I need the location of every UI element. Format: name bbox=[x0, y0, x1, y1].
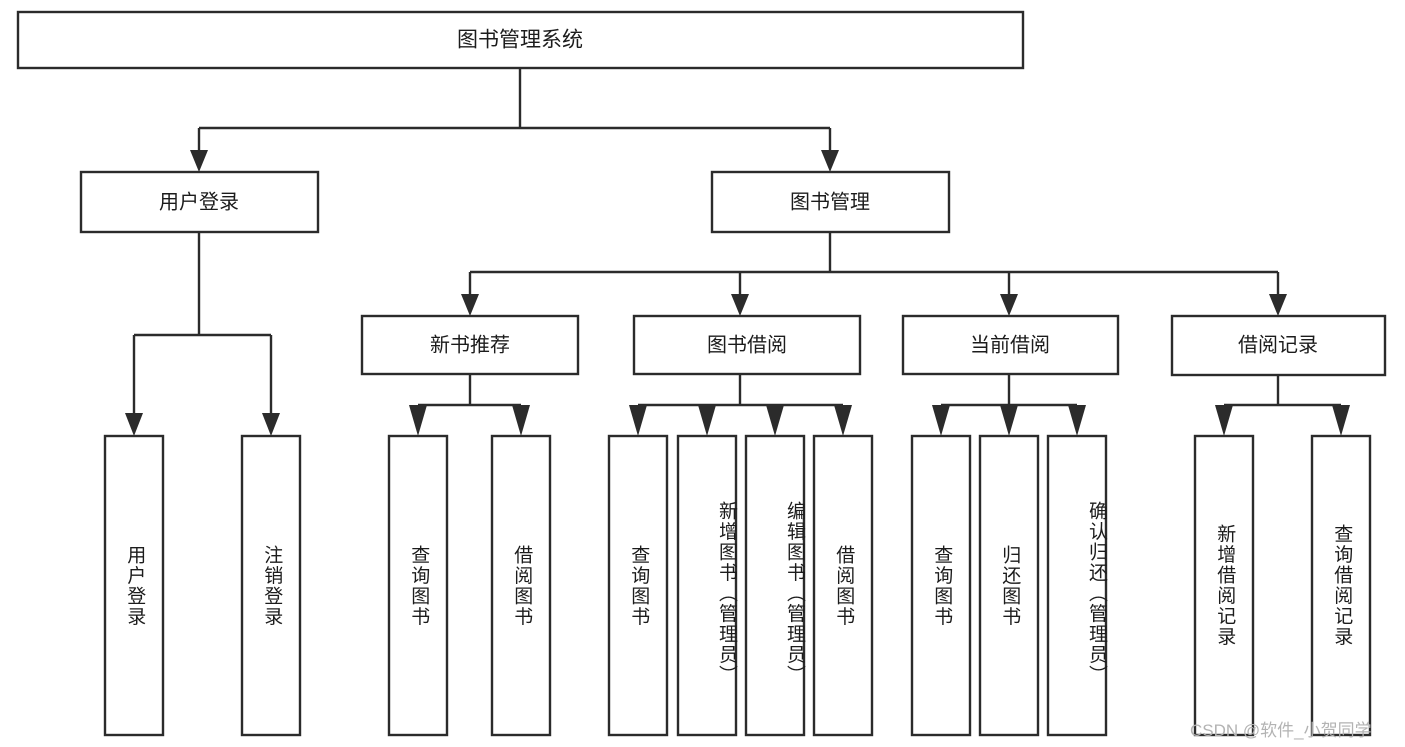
leaf-box-query-book-3[interactable] bbox=[910, 434, 972, 737]
leaf-box-query-book-2[interactable] bbox=[607, 434, 669, 737]
leaf-box-confirm-return[interactable] bbox=[1046, 434, 1108, 737]
leaf-box-borrow-book-1[interactable] bbox=[490, 434, 552, 737]
arrow-new-book-recommend bbox=[461, 294, 479, 316]
arrow-to-book-manage bbox=[821, 150, 839, 172]
node-title-box[interactable] bbox=[16, 10, 1025, 70]
connector-group-book-manage bbox=[461, 232, 1287, 316]
connector-group-current-borrow bbox=[932, 374, 1086, 436]
node-book-manage-label: 图书管理 bbox=[790, 190, 870, 213]
node-current-borrow-box[interactable] bbox=[901, 314, 1120, 376]
leaf-box-query-book-1[interactable] bbox=[387, 434, 449, 737]
node-user-login-label: 用户登录 bbox=[159, 190, 239, 213]
arrow-leaf-user-login bbox=[125, 413, 143, 436]
arrow-leaf-confirm-return bbox=[1068, 405, 1086, 436]
node-book-borrow-box[interactable] bbox=[632, 314, 862, 376]
node-user-login-box[interactable] bbox=[79, 170, 320, 234]
csdn-watermark: CSDN @软件_小贺同学 bbox=[1190, 721, 1372, 740]
arrow-leaf-query-book-3 bbox=[932, 405, 950, 436]
arrow-leaf-borrow-book-2 bbox=[834, 405, 852, 436]
arrow-leaf-logout-login bbox=[262, 413, 280, 436]
node-new-book-recommend[interactable]: 新书推荐 bbox=[360, 314, 580, 376]
arrow-current-borrow bbox=[1000, 294, 1018, 316]
node-borrow-record[interactable]: 借阅记录 bbox=[1170, 314, 1387, 377]
node-new-book-recommend-label: 新书推荐 bbox=[430, 333, 510, 356]
leaf-box-query-record[interactable] bbox=[1310, 434, 1372, 737]
node-borrow-record-box[interactable] bbox=[1170, 314, 1387, 377]
arrow-leaf-borrow-book-1 bbox=[512, 405, 530, 436]
node-new-book-recommend-box[interactable] bbox=[360, 314, 580, 376]
leaf-box-return-book[interactable] bbox=[978, 434, 1040, 737]
node-current-borrow-label: 当前借阅 bbox=[970, 333, 1050, 356]
arrow-leaf-query-record bbox=[1332, 405, 1350, 436]
connector-group-root bbox=[190, 68, 839, 172]
arrow-leaf-add-record bbox=[1215, 405, 1233, 436]
node-book-borrow[interactable]: 图书借阅 bbox=[632, 314, 862, 376]
node-user-login[interactable]: 用户登录 bbox=[79, 170, 320, 234]
node-borrow-record-label: 借阅记录 bbox=[1238, 333, 1318, 356]
node-title[interactable]: 图书管理系统 bbox=[16, 10, 1025, 70]
connector-group-book-borrow bbox=[629, 374, 852, 436]
arrow-leaf-edit-book bbox=[766, 405, 784, 436]
leaf-box-add-book[interactable] bbox=[676, 434, 738, 737]
node-book-borrow-label: 图书借阅 bbox=[707, 333, 787, 356]
node-title-label: 图书管理系统 bbox=[457, 29, 583, 52]
arrow-borrow-record bbox=[1269, 294, 1287, 316]
arrow-leaf-query-book-1 bbox=[409, 405, 427, 436]
node-book-manage[interactable]: 图书管理 bbox=[710, 170, 951, 234]
node-book-manage-box[interactable] bbox=[710, 170, 951, 234]
connector-group-new-book-recommend bbox=[409, 374, 530, 436]
arrow-leaf-query-book-2 bbox=[629, 405, 647, 436]
leaf-box-user-login[interactable] bbox=[103, 434, 165, 737]
node-current-borrow[interactable]: 当前借阅 bbox=[901, 314, 1120, 376]
leaf-box-edit-book[interactable] bbox=[744, 434, 806, 737]
leaf-box-add-record[interactable] bbox=[1193, 434, 1255, 737]
connector-group-user-login bbox=[125, 232, 280, 436]
arrow-to-user-login bbox=[190, 150, 208, 172]
leaf-box-logout-login[interactable] bbox=[240, 434, 302, 737]
arrow-leaf-add-book bbox=[698, 405, 716, 436]
arrow-leaf-return-book bbox=[1000, 405, 1018, 436]
leaf-box-borrow-book-2[interactable] bbox=[812, 434, 874, 737]
connector-group-borrow-record bbox=[1215, 375, 1350, 436]
arrow-book-borrow bbox=[731, 294, 749, 316]
